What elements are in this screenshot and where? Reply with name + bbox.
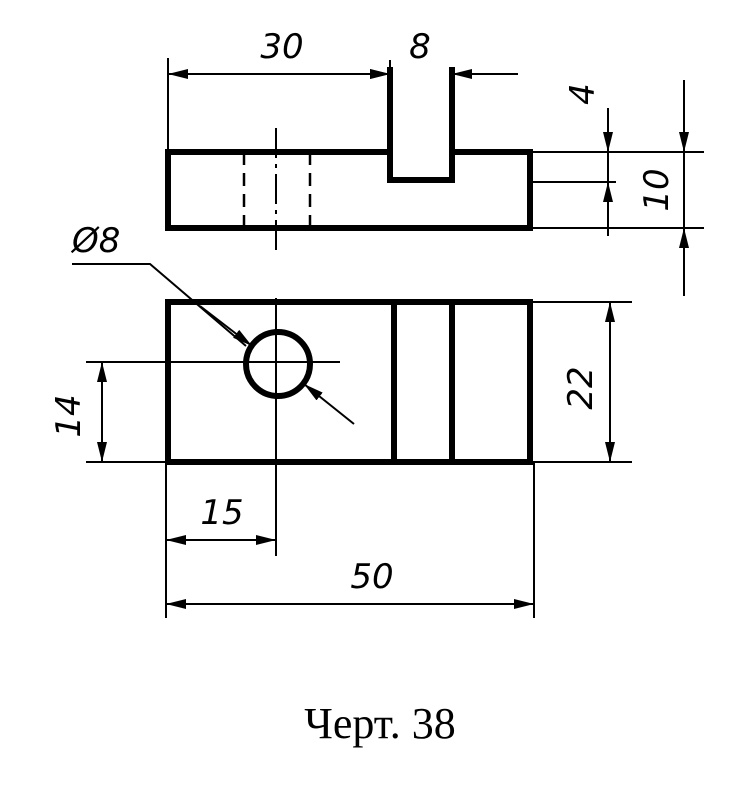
top-view: [86, 298, 632, 556]
dim-diameter: Ø8: [70, 221, 120, 261]
figure-caption: Черт. 38: [304, 699, 455, 748]
dim-50: 50: [350, 557, 393, 597]
hole-circle: [243, 329, 313, 399]
dim-4: 4: [563, 83, 603, 105]
dim-14: 14: [49, 394, 89, 437]
dim-15: 15: [200, 493, 243, 533]
dim-10: 10: [637, 168, 677, 211]
dim-22: 22: [561, 366, 601, 409]
dim-30: 30: [260, 27, 303, 67]
dimension-lines: [72, 58, 689, 618]
dim-8: 8: [409, 27, 431, 67]
front-view: [165, 67, 704, 250]
